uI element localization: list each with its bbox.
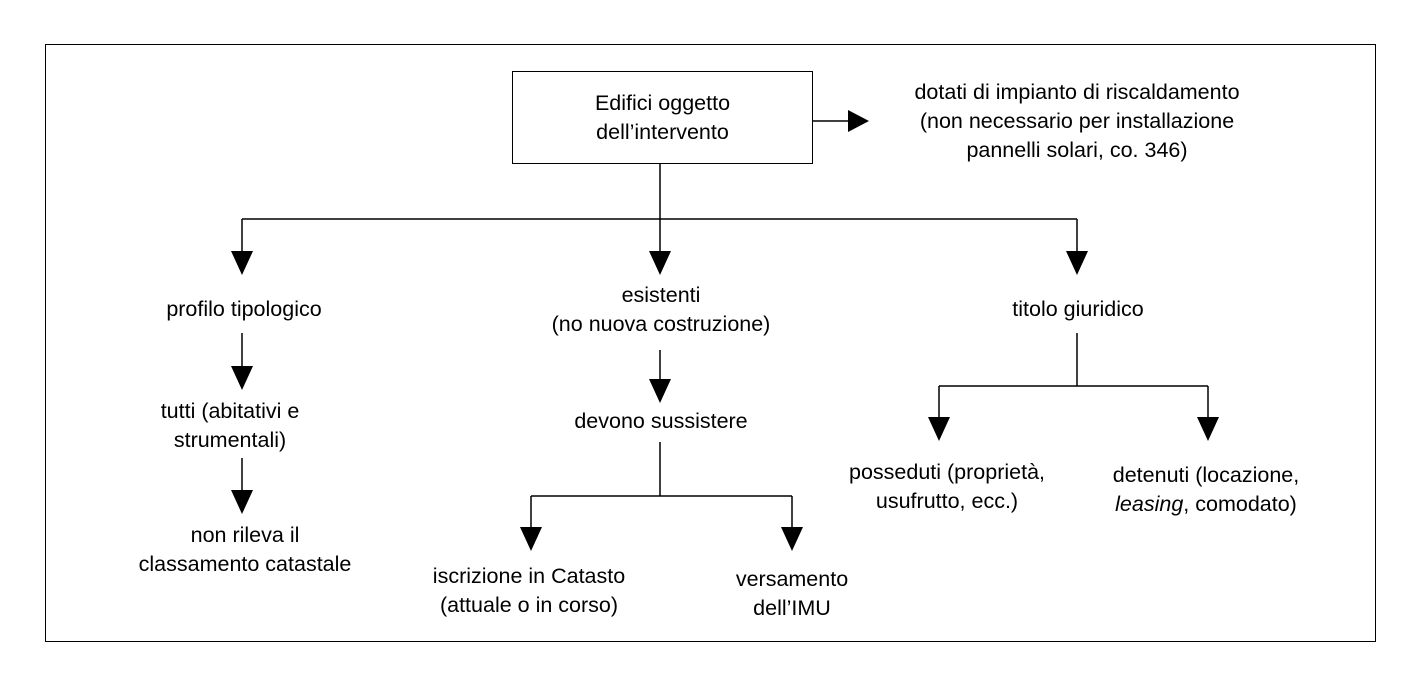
non-rileva-line-2: classamento catastale: [138, 552, 352, 576]
non-rileva-line-1: non rileva il: [190, 523, 300, 547]
arrowhead-versamento: [781, 527, 803, 551]
posseduti-node: posseduti (proprietà, usufrutto, ecc.): [849, 458, 1045, 516]
root-line-1: Edifici oggetto: [594, 90, 731, 115]
esistenti-line-1: esistenti: [621, 283, 701, 307]
arrowhead-tutti: [231, 366, 253, 390]
arrowhead-esistenti: [649, 251, 671, 275]
side-note-line-1: dotati di impianto di riscaldamento: [914, 80, 1240, 104]
arrowhead-devono: [649, 379, 671, 403]
profilo-node: profilo tipologico: [166, 295, 321, 324]
root-line-2: dell’intervento: [596, 119, 729, 144]
arrowhead-non-rileva: [231, 490, 253, 514]
arrowhead-profilo: [231, 251, 253, 275]
arrowhead-iscrizione: [520, 527, 542, 551]
devono-text: devono sussistere: [574, 409, 748, 433]
iscrizione-line-1: iscrizione in Catasto: [432, 564, 626, 588]
detenuti-line-2: leasing, comodato): [1113, 490, 1299, 519]
detenuti-node: detenuti (locazione, leasing, comodato): [1113, 461, 1299, 519]
titolo-title: titolo giuridico: [1012, 297, 1144, 321]
arrowhead-side: [848, 110, 869, 132]
versamento-node: versamento dell’IMU: [736, 565, 848, 623]
versamento-line-1: versamento: [735, 567, 849, 591]
posseduti-line-2: usufrutto, ecc.): [875, 489, 1019, 513]
detenuti-line-1: detenuti (locazione,: [1112, 463, 1300, 487]
side-note-line-3: pannelli solari, co. 346): [966, 138, 1188, 162]
esistenti-node: esistenti (no nuova costruzione): [552, 281, 771, 339]
diagram-frame: [45, 44, 1376, 642]
non-rileva-node: non rileva il classamento catastale: [139, 521, 352, 579]
root-node-box: Edifici oggetto dell’intervento: [512, 71, 813, 164]
detenuti-leasing-italic: leasing: [1115, 492, 1184, 516]
side-note-node: dotati di impianto di riscaldamento (non…: [914, 78, 1239, 165]
posseduti-line-1: posseduti (proprietà,: [849, 460, 1045, 484]
profilo-title: profilo tipologico: [166, 297, 322, 321]
esistenti-line-2: (no nuova costruzione): [551, 312, 771, 336]
devono-node: devono sussistere: [574, 407, 747, 436]
tutti-line-2: strumentali): [173, 428, 287, 452]
iscrizione-line-2: (attuale o in corso): [439, 593, 619, 617]
arrowhead-titolo: [1066, 251, 1088, 275]
arrowhead-posseduti: [928, 417, 950, 441]
tutti-node: tutti (abitativi e strumentali): [161, 397, 300, 455]
detenuti-line-2-rest: , comodato): [1183, 492, 1297, 516]
arrowhead-detenuti: [1197, 417, 1219, 441]
side-note-line-2: (non necessario per installazione: [919, 109, 1235, 133]
titolo-node: titolo giuridico: [1012, 295, 1143, 324]
tutti-line-1: tutti (abitativi e: [160, 399, 300, 423]
versamento-line-2: dell’IMU: [753, 596, 831, 620]
iscrizione-node: iscrizione in Catasto (attuale o in cors…: [433, 562, 625, 620]
